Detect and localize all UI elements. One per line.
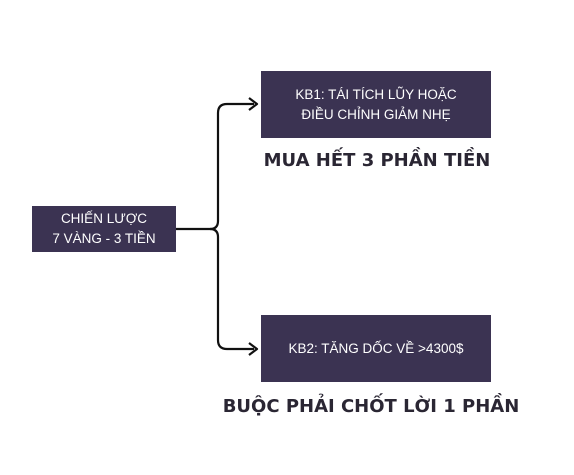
scenario-2-action: BUỘC PHẢI CHỐT LỜI 1 PHẦN (222, 396, 520, 417)
arrowhead-kb2 (248, 342, 259, 356)
strategy-title: CHIẾN LƯỢC (60, 211, 148, 226)
arrowhead-kb1 (248, 97, 259, 111)
strategy-ratio: 7 VÀNG - 3 TIỀN (52, 231, 156, 246)
scenario-1-action: MUA HẾT 3 PHẦN TIỀN (263, 150, 491, 171)
connector-lower (209, 227, 254, 351)
scenario-1-line2: ĐIỀU CHỈNH GIẢM NHẸ (301, 106, 451, 122)
scenario-2-line1: KB2: TĂNG DỐC VỀ >4300$ (288, 340, 464, 356)
scenario-2-node: KB2: TĂNG DỐC VỀ >4300$ (261, 315, 491, 382)
scenario-1-line1: KB1: TÁI TÍCH LŨY HOẶC (295, 86, 457, 102)
strategy-node: CHIẾN LƯỢC 7 VÀNG - 3 TIỀN (32, 206, 176, 252)
scenario-1-node: KB1: TÁI TÍCH LŨY HOẶC ĐIỀU CHỈNH GIẢM N… (261, 71, 491, 138)
connector-trunk (176, 102, 254, 231)
